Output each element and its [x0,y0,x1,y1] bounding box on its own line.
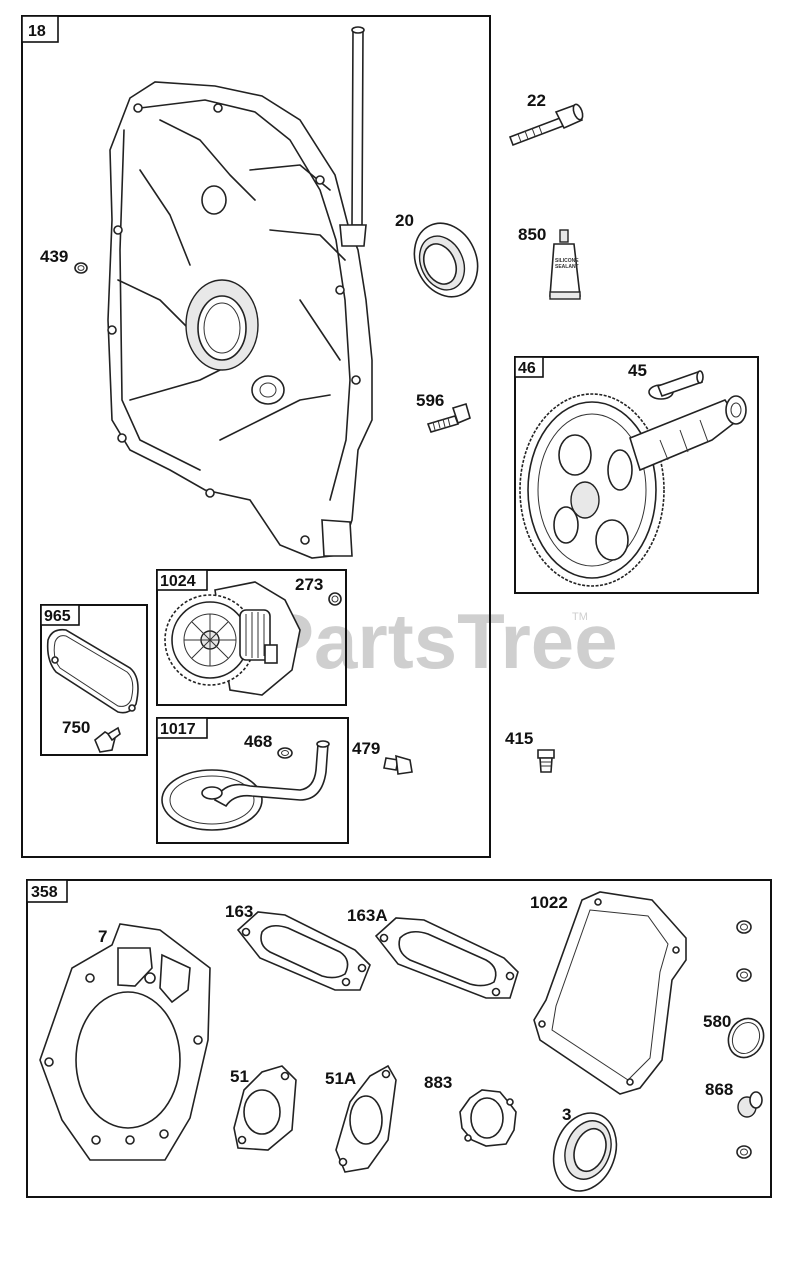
assembly-46-tag-box [514,356,544,378]
part-850-sealant-tube[interactable]: SILICONE SEALANT [549,229,581,300]
assembly-1024-frame [156,569,347,706]
assembly-965-frame [40,604,148,756]
oil-pump-illustration[interactable] [164,581,301,696]
assembly-1024-tag[interactable]: 1024 [160,573,196,590]
watermark-trademark: TM [572,611,588,623]
assembly-358-tag[interactable]: 358 [31,884,58,901]
part-small-oring-2[interactable] [736,968,752,982]
part-51-gasket[interactable] [233,1065,297,1151]
assembly-18-tag[interactable]: 18 [28,23,46,40]
sealant-label-2: SEALANT [555,264,579,270]
part-45-pin[interactable] [648,370,704,400]
part-label-7[interactable]: 7 [98,927,107,946]
assembly-965-tag-box [40,604,80,626]
part-750-bolt[interactable] [94,726,121,753]
assembly-1017-frame [156,717,349,844]
part-label-439[interactable]: 439 [40,247,68,266]
part-163a-gasket[interactable] [374,917,519,999]
part-439-oring[interactable] [74,262,88,274]
part-label-51a[interactable]: 51A [325,1069,356,1088]
assembly-358-tag-box [26,879,68,903]
part-label-163a[interactable]: 163A [347,906,388,925]
part-163-gasket[interactable] [236,911,371,991]
watermark-text: PartsTree [262,597,618,685]
part-883-gasket[interactable] [459,1089,517,1147]
part-3-seal[interactable] [543,1104,627,1200]
part-label-850[interactable]: 850 [518,225,546,244]
assembly-1024-tag-box [156,569,208,591]
assembly-965-tag[interactable]: 965 [44,608,71,625]
assembly-18-tag-box [21,15,59,43]
part-468-oring[interactable] [277,747,293,759]
part-label-596[interactable]: 596 [416,391,444,410]
part-label-3[interactable]: 3 [562,1105,571,1124]
assembly-358-frame [26,879,772,1198]
oil-pickup-illustration[interactable] [161,740,330,831]
part-label-868[interactable]: 868 [705,1080,733,1099]
part-label-1022[interactable]: 1022 [530,893,568,912]
part-22-bolt[interactable] [508,103,584,147]
part-596-bolt[interactable] [426,402,471,433]
part-273-oring[interactable] [328,592,342,606]
assembly-1017-tag-box [156,717,208,739]
sealant-label-1: SILICONE [555,258,579,264]
part-580-oring[interactable] [722,1013,770,1064]
part-479-bolt[interactable] [383,754,413,775]
part-965-gasket[interactable] [46,628,139,714]
assembly-46-tag[interactable]: 46 [518,360,536,377]
part-20-seal[interactable] [403,213,489,307]
part-label-45[interactable]: 45 [628,361,647,380]
part-small-oring-3[interactable] [736,1145,752,1159]
part-label-273[interactable]: 273 [295,575,323,594]
part-label-415[interactable]: 415 [505,729,533,748]
crankcase-cover-illustration[interactable] [107,26,373,559]
part-label-163[interactable]: 163 [225,902,253,921]
assembly-1017-tag[interactable]: 1017 [160,721,196,738]
part-415-plug[interactable] [537,749,555,773]
part-label-468[interactable]: 468 [244,732,272,751]
assembly-46-frame [514,356,759,594]
part-1022-gasket[interactable] [533,891,687,1095]
part-51a-gasket[interactable] [335,1064,397,1173]
part-label-20[interactable]: 20 [395,211,414,230]
part-7-head-gasket[interactable] [39,923,211,1161]
part-label-883[interactable]: 883 [424,1073,452,1092]
part-label-750[interactable]: 750 [62,718,90,737]
part-label-479[interactable]: 479 [352,739,380,758]
part-small-oring-1[interactable] [736,920,752,934]
part-label-51[interactable]: 51 [230,1067,249,1086]
camshaft-gear-illustration[interactable] [519,393,747,587]
part-868-plug[interactable] [737,1091,763,1118]
part-label-22[interactable]: 22 [527,91,546,110]
part-label-580[interactable]: 580 [703,1012,731,1031]
assembly-18-frame [21,15,491,858]
